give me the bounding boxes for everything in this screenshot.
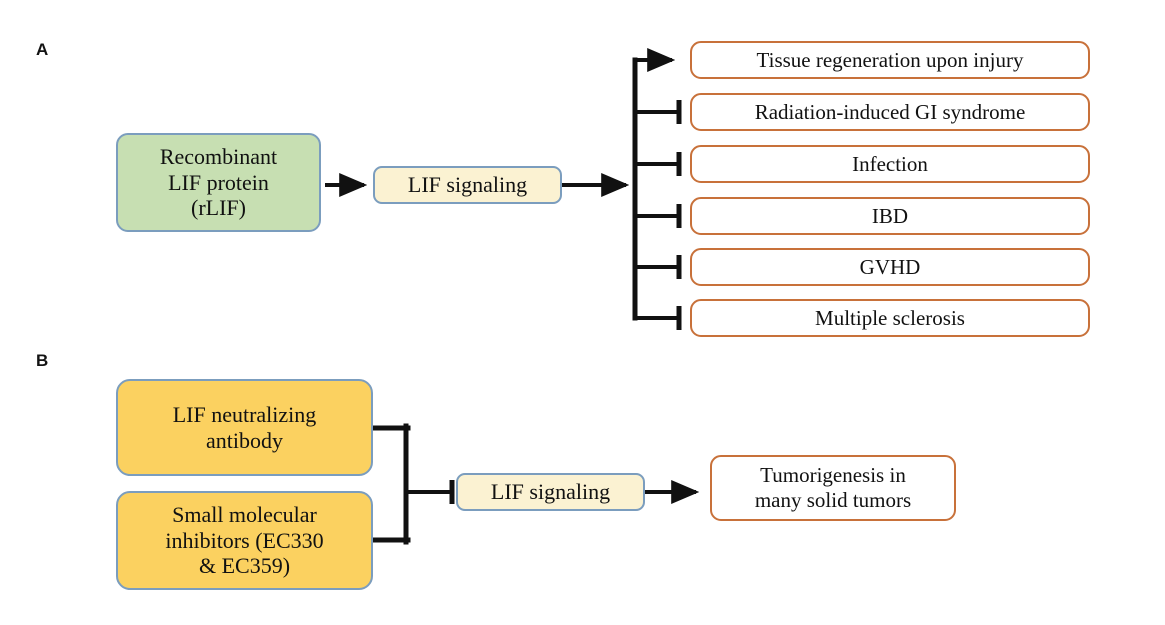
- node-outcome-radiation-gi-syndrome: Radiation-induced GI syndrome: [690, 93, 1090, 131]
- bracket-inhibitors-merge: [372, 423, 411, 545]
- node-lif-signaling-panel-a: LIF signaling: [373, 166, 562, 204]
- node-outcome-tumorigenesis-label: Tumorigenesis in many solid tumors: [754, 463, 912, 512]
- node-outcome-infection-label: Infection: [852, 151, 928, 176]
- panel-label-b: B: [36, 351, 49, 370]
- node-outcome-multiple-sclerosis-label: Multiple sclerosis: [815, 305, 965, 330]
- node-outcome-tissue-regeneration: Tissue regeneration upon injury: [690, 41, 1090, 79]
- branch-inhibits-ibd: [633, 204, 682, 228]
- node-small-molecular-inhibitors: Small molecular inhibitors (EC330 & EC35…: [116, 491, 373, 590]
- panel-label-a: A: [36, 40, 49, 59]
- node-recombinant-lif-protein-label: Recombinant LIF protein (rLIF): [159, 143, 278, 221]
- node-outcome-gvhd: GVHD: [690, 248, 1090, 286]
- branch-inhibits-lif-signaling-panel-b: [406, 480, 455, 504]
- node-outcome-tissue-regeneration-label: Tissue regeneration upon injury: [756, 47, 1024, 72]
- node-recombinant-lif-protein: Recombinant LIF protein (rLIF): [116, 133, 321, 232]
- node-lif-signaling-panel-b-label: LIF signaling: [490, 479, 611, 505]
- branch-inhibits-multiple-sclerosis: [633, 306, 682, 330]
- node-lif-signaling-panel-b: LIF signaling: [456, 473, 645, 511]
- node-outcome-radiation-gi-syndrome-label: Radiation-induced GI syndrome: [754, 99, 1026, 124]
- node-lif-signaling-panel-a-label: LIF signaling: [407, 172, 528, 198]
- node-outcome-gvhd-label: GVHD: [859, 254, 921, 279]
- node-lif-neutralizing-antibody-label: LIF neutralizing antibody: [172, 401, 317, 453]
- branch-inhibits-radiation-gi-syndrome: [633, 100, 682, 124]
- node-outcome-infection: Infection: [690, 145, 1090, 183]
- node-small-molecular-inhibitors-label: Small molecular inhibitors (EC330 & EC35…: [165, 501, 324, 579]
- node-outcome-ibd-label: IBD: [871, 203, 909, 228]
- node-outcome-tumorigenesis: Tumorigenesis in many solid tumors: [710, 455, 956, 521]
- node-outcome-ibd: IBD: [690, 197, 1090, 235]
- branch-inhibits-infection: [633, 152, 682, 176]
- node-outcome-multiple-sclerosis: Multiple sclerosis: [690, 299, 1090, 337]
- branch-inhibits-gvhd: [633, 255, 682, 279]
- node-lif-neutralizing-antibody: LIF neutralizing antibody: [116, 379, 373, 476]
